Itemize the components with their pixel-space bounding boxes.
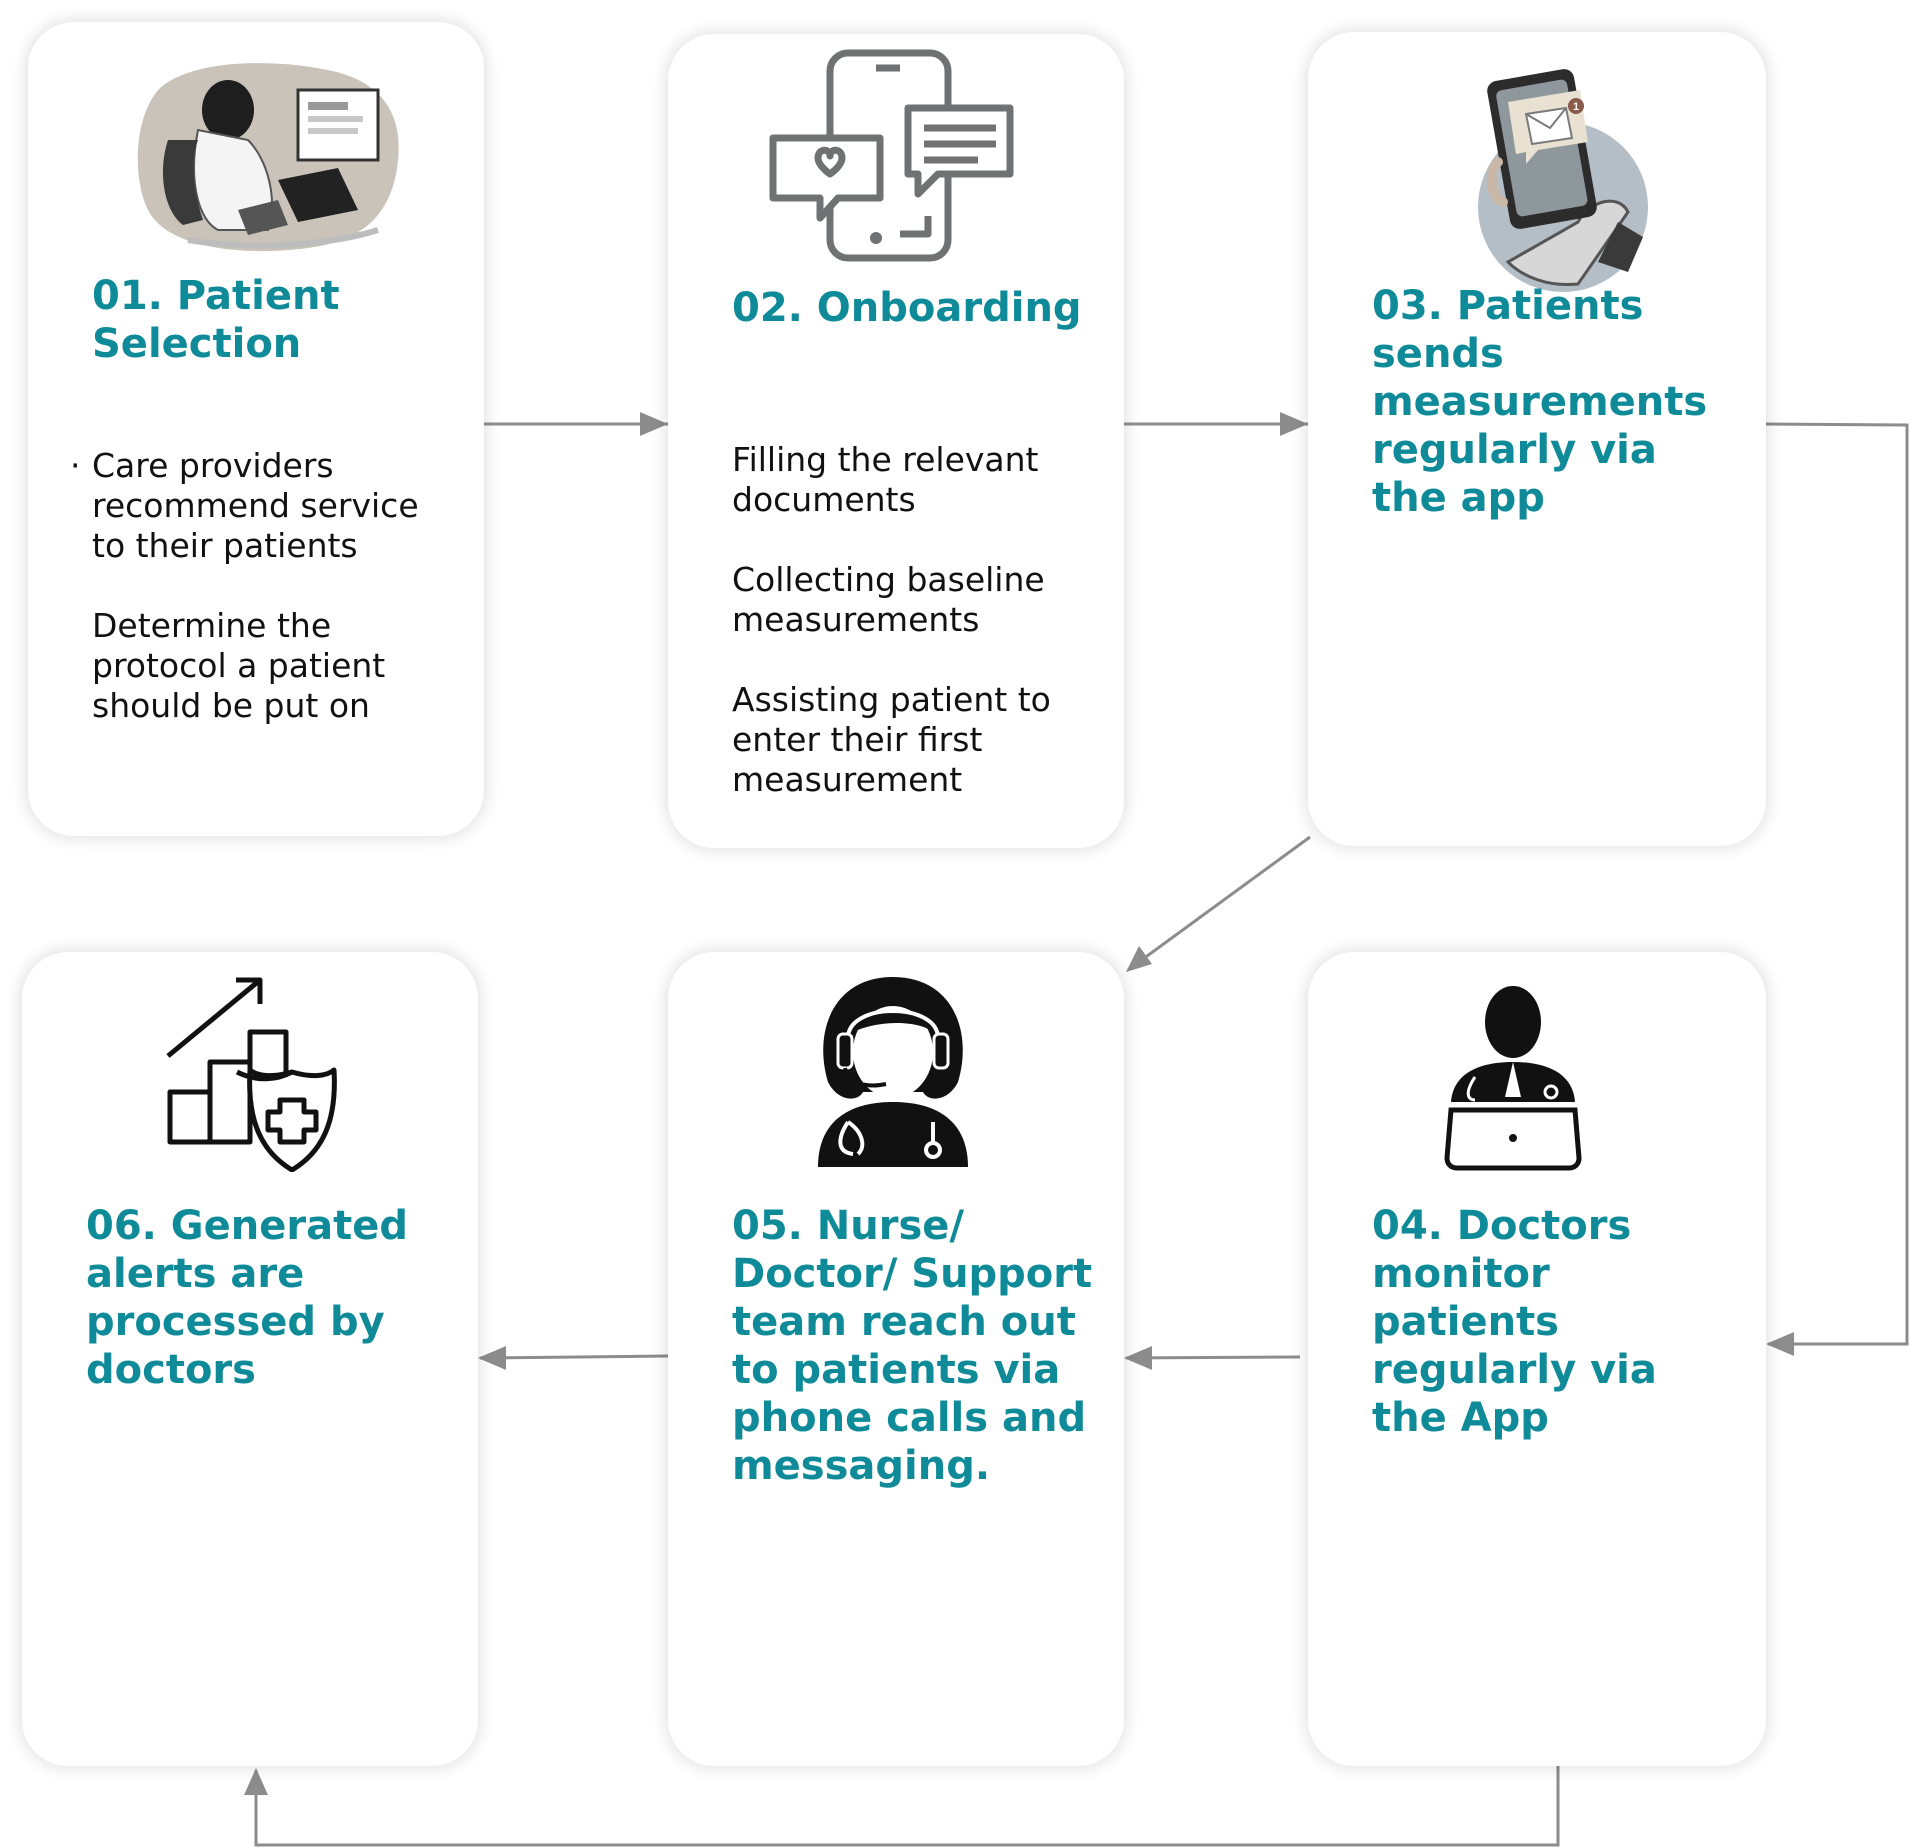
arrow-03-to-04: [1765, 422, 1909, 1346]
step-card-04: 04. Doctors monitor patients regularly v…: [1308, 952, 1766, 1766]
nurse-headset-icon: [818, 977, 968, 1167]
step-body-item: Filling the relevant documents: [732, 440, 1039, 519]
phone-chat-icon: [769, 49, 1014, 262]
step-title: 01. Patient Selection: [92, 273, 340, 367]
step-title: 04. Doctors monitor patients regularly v…: [1372, 1203, 1657, 1441]
step-card-03: 1 03. Patients sends measurements regula…: [1308, 32, 1766, 846]
step-card-06: 06. Generated alerts are processed by do…: [22, 952, 478, 1766]
arrow-04-to-06: [254, 1766, 1560, 1847]
bullet-marker: ·: [70, 446, 81, 485]
doctor-laptop-icon: [1444, 986, 1582, 1171]
step-body-item: Assisting patient to enter their first m…: [732, 680, 1051, 799]
notification-count: 1: [1573, 101, 1579, 113]
step-card-02: 02. Onboarding Filling the relevant docu…: [668, 34, 1124, 848]
step-title: 05. Nurse/ Doctor/ Support team reach ou…: [732, 1203, 1093, 1489]
chart-shield-icon: [166, 977, 337, 1172]
arrow-04-to-05: [1125, 1355, 1301, 1360]
step-card-05: 05. Nurse/ Doctor/ Support team reach ou…: [668, 952, 1124, 1766]
step-body-item: Determine the protocol a patient should …: [92, 606, 386, 725]
step-body: · Care providers recommend service to th…: [70, 446, 472, 726]
step-title: 02. Onboarding: [732, 285, 1082, 331]
step-title: 03. Patients sends measurements regularl…: [1372, 283, 1708, 521]
step-body-item: Care providers recommend service to thei…: [92, 446, 419, 565]
arrow-03-to-05: [1127, 835, 1311, 972]
step-body-item: Collecting baseline measurements: [732, 560, 1045, 639]
arrow-05-to-06: [479, 1354, 669, 1360]
step-body: Filling the relevant documents Collectin…: [732, 440, 1112, 800]
step-title: 06. Generated alerts are processed by do…: [86, 1203, 408, 1393]
step-card-01: 01. Patient Selection · Care providers r…: [28, 22, 484, 836]
doctor-at-computer-illustration-icon: [137, 63, 399, 252]
hand-phone-message-icon: 1: [1478, 69, 1648, 292]
